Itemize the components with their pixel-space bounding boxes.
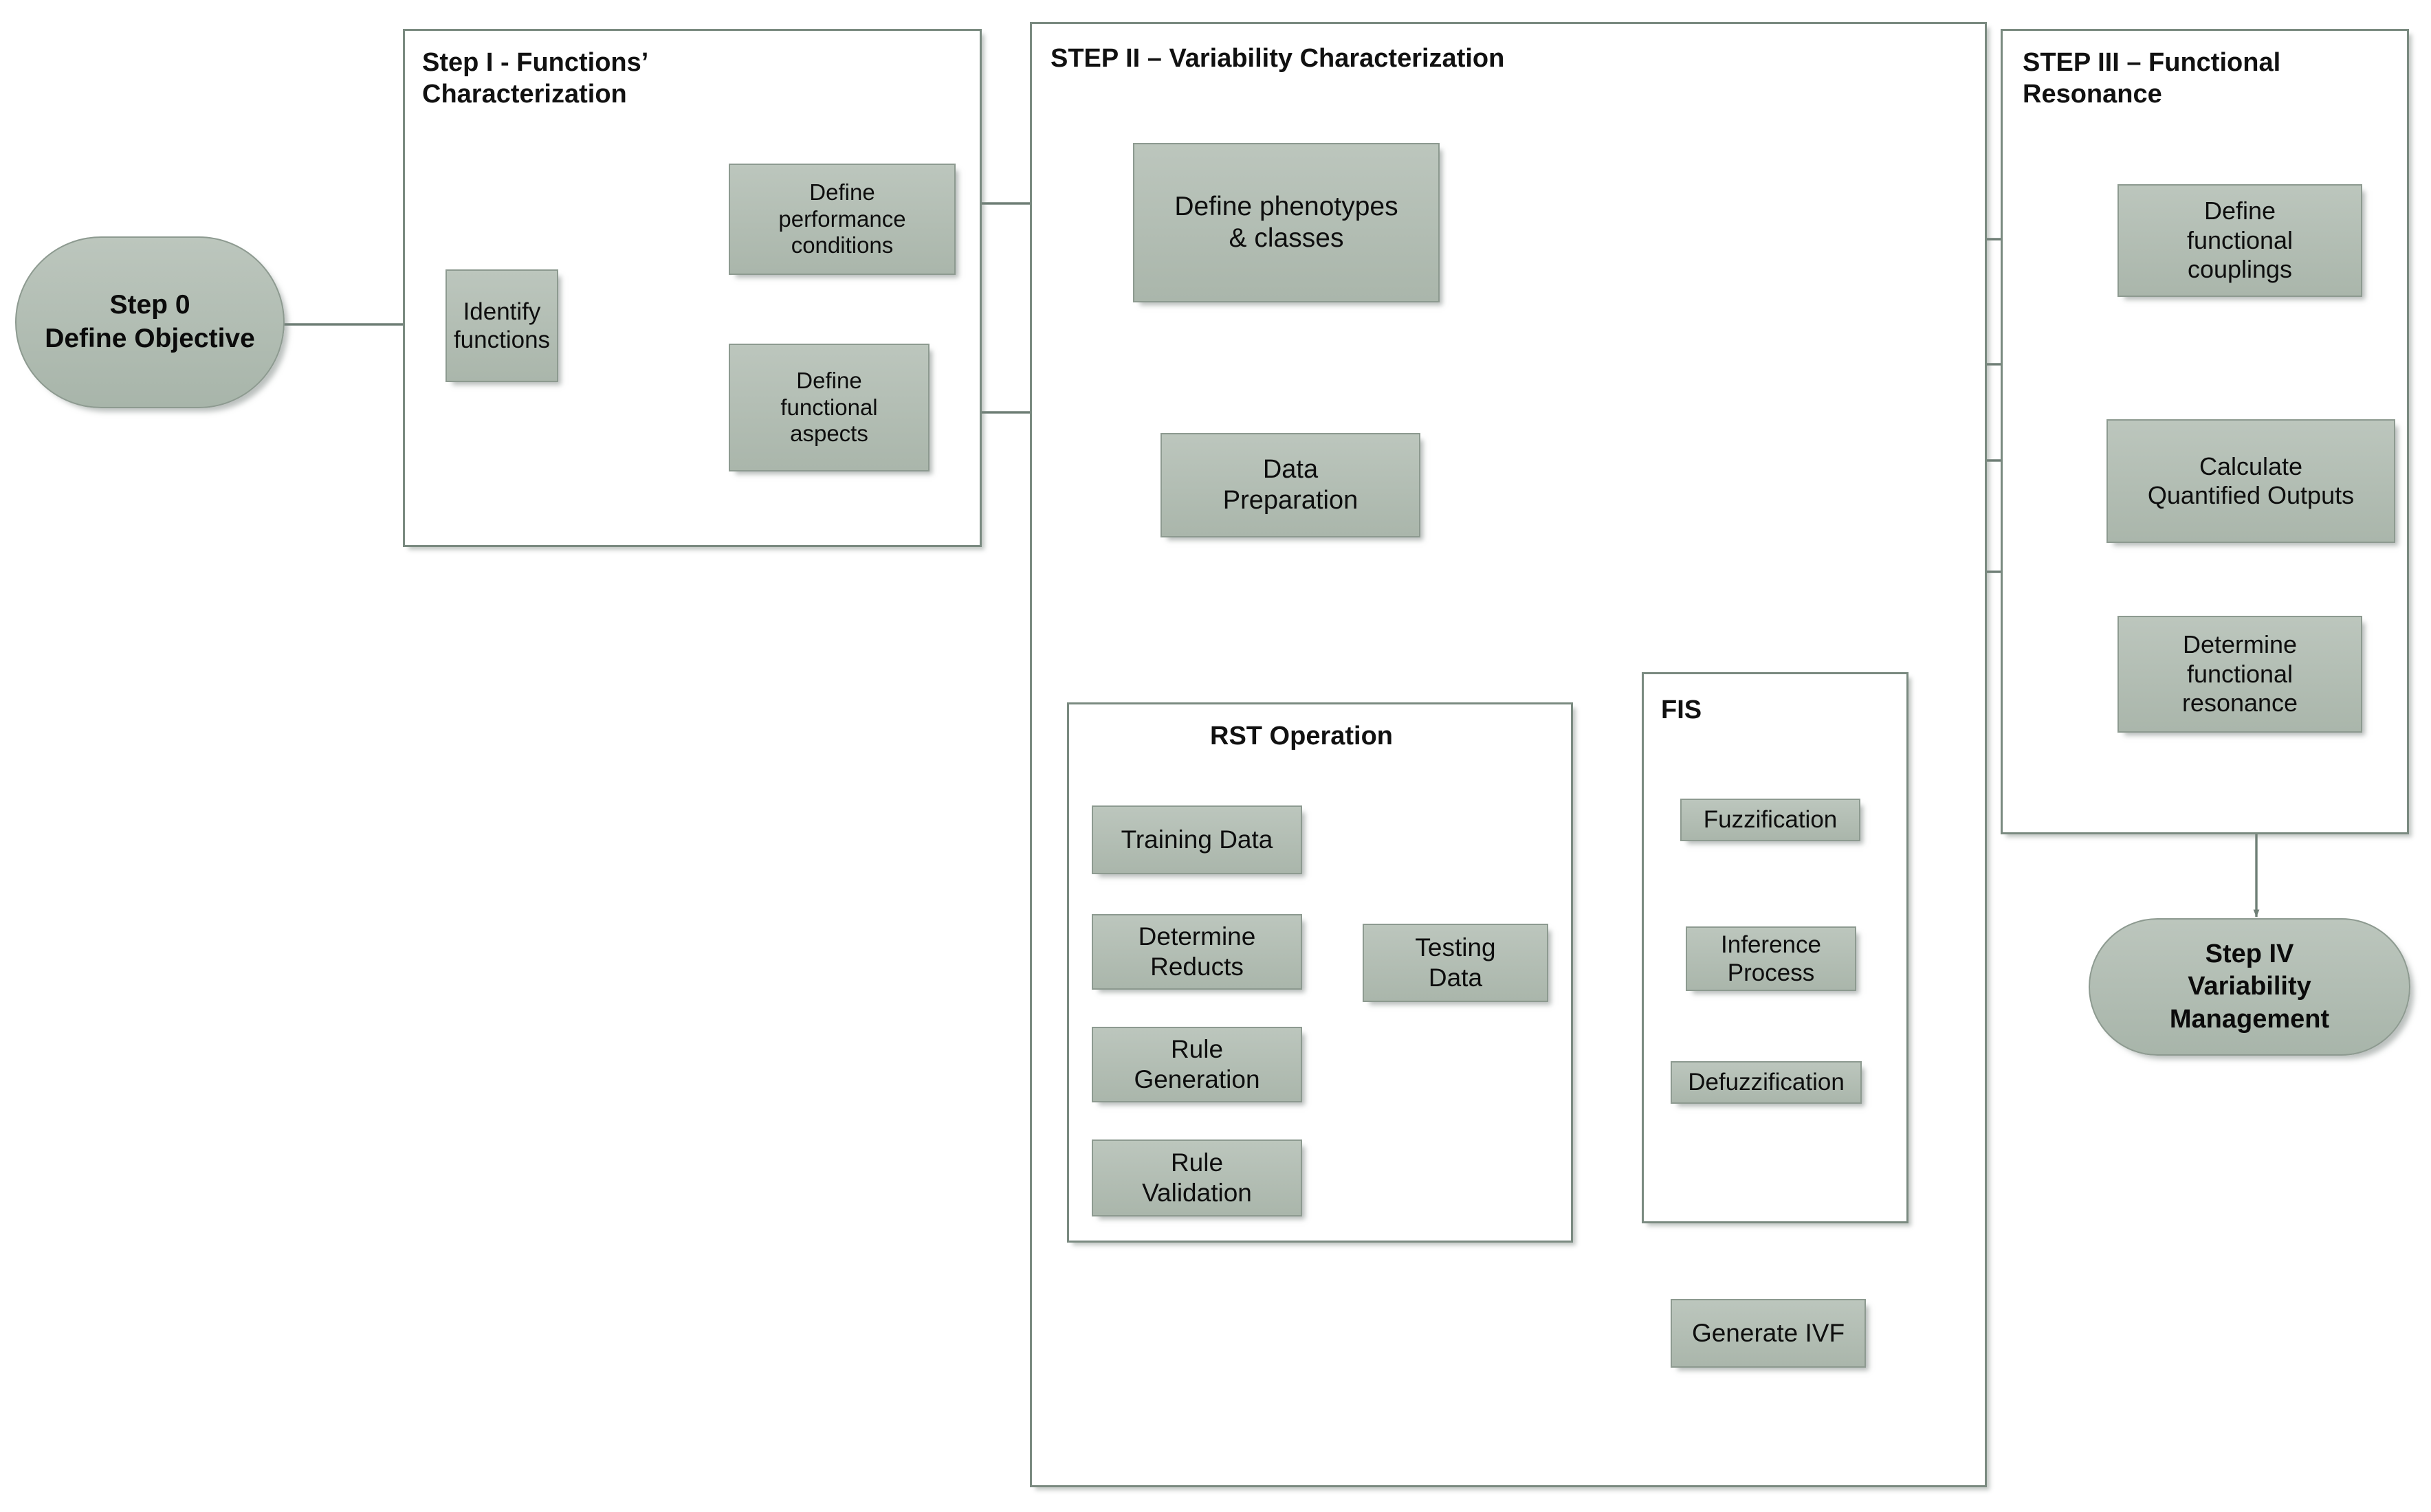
node-fuzzification[interactable]: Fuzzification xyxy=(1680,799,1860,841)
node-determine-reducts-label: Determine Reducts xyxy=(1138,922,1256,981)
node-define-functional-couplings-label: Define functional couplings xyxy=(2186,197,2294,284)
group-rst-operation-title: RST Operation xyxy=(1210,722,1394,751)
node-step-4[interactable]: Step IV Variability Management xyxy=(2089,918,2410,1056)
node-training-data-label: Training Data xyxy=(1121,825,1273,854)
node-define-phenotypes-classes[interactable]: Define phenotypes & classes xyxy=(1133,143,1440,302)
group-fis-title: FIS xyxy=(1661,696,1702,724)
node-data-preparation-label: Data Preparation xyxy=(1222,455,1358,515)
node-testing-data[interactable]: Testing Data xyxy=(1363,924,1548,1002)
node-defuzzification-label: Defuzzification xyxy=(1688,1069,1845,1096)
node-determine-functional-resonance[interactable]: Determine functional resonance xyxy=(2118,616,2362,733)
node-define-performance-conditions[interactable]: Define performance conditions xyxy=(729,164,956,275)
node-calculate-quantified-outputs-label: Calculate Quantified Outputs xyxy=(2147,452,2355,509)
node-step-0-label: Step 0 Define Objective xyxy=(45,290,255,353)
node-rule-generation-label: Rule Generation xyxy=(1134,1035,1260,1093)
node-rule-generation[interactable]: Rule Generation xyxy=(1092,1027,1302,1102)
node-defuzzification[interactable]: Defuzzification xyxy=(1671,1061,1862,1104)
node-generate-ivf-label: Generate IVF xyxy=(1691,1319,1845,1348)
node-determine-reducts[interactable]: Determine Reducts xyxy=(1092,914,1302,990)
group-step-1-title: Step I - Functions’ Characterization xyxy=(422,48,649,109)
node-training-data[interactable]: Training Data xyxy=(1092,805,1302,874)
node-step-0[interactable]: Step 0 Define Objective xyxy=(15,236,285,408)
node-define-performance-conditions-label: Define performance conditions xyxy=(778,179,906,258)
group-step-2-title: STEP II – Variability Characterization xyxy=(1050,44,1505,73)
node-determine-functional-resonance-label: Determine functional resonance xyxy=(2181,630,2298,718)
node-step-4-label: Step IV Variability Management xyxy=(2169,939,2330,1034)
node-generate-ivf[interactable]: Generate IVF xyxy=(1671,1299,1866,1368)
node-calculate-quantified-outputs[interactable]: Calculate Quantified Outputs xyxy=(2106,419,2395,543)
node-testing-data-label: Testing Data xyxy=(1415,933,1496,992)
node-identify-functions-label: Identify functions xyxy=(453,298,551,353)
node-define-functional-aspects[interactable]: Define functional aspects xyxy=(729,344,930,471)
node-identify-functions[interactable]: Identify functions xyxy=(446,269,558,382)
group-step-3-title: STEP III – Functional Resonance xyxy=(2023,48,2281,109)
node-data-preparation[interactable]: Data Preparation xyxy=(1160,433,1420,537)
node-define-functional-aspects-label: Define functional aspects xyxy=(780,367,878,447)
node-rule-validation[interactable]: Rule Validation xyxy=(1092,1139,1302,1216)
node-fuzzification-label: Fuzzification xyxy=(1703,806,1838,834)
node-inference-process[interactable]: Inference Process xyxy=(1686,926,1856,991)
node-inference-process-label: Inference Process xyxy=(1721,931,1821,986)
node-rule-validation-label: Rule Validation xyxy=(1142,1148,1252,1207)
node-define-functional-couplings[interactable]: Define functional couplings xyxy=(2118,184,2362,297)
node-define-phenotypes-classes-label: Define phenotypes & classes xyxy=(1174,191,1398,253)
